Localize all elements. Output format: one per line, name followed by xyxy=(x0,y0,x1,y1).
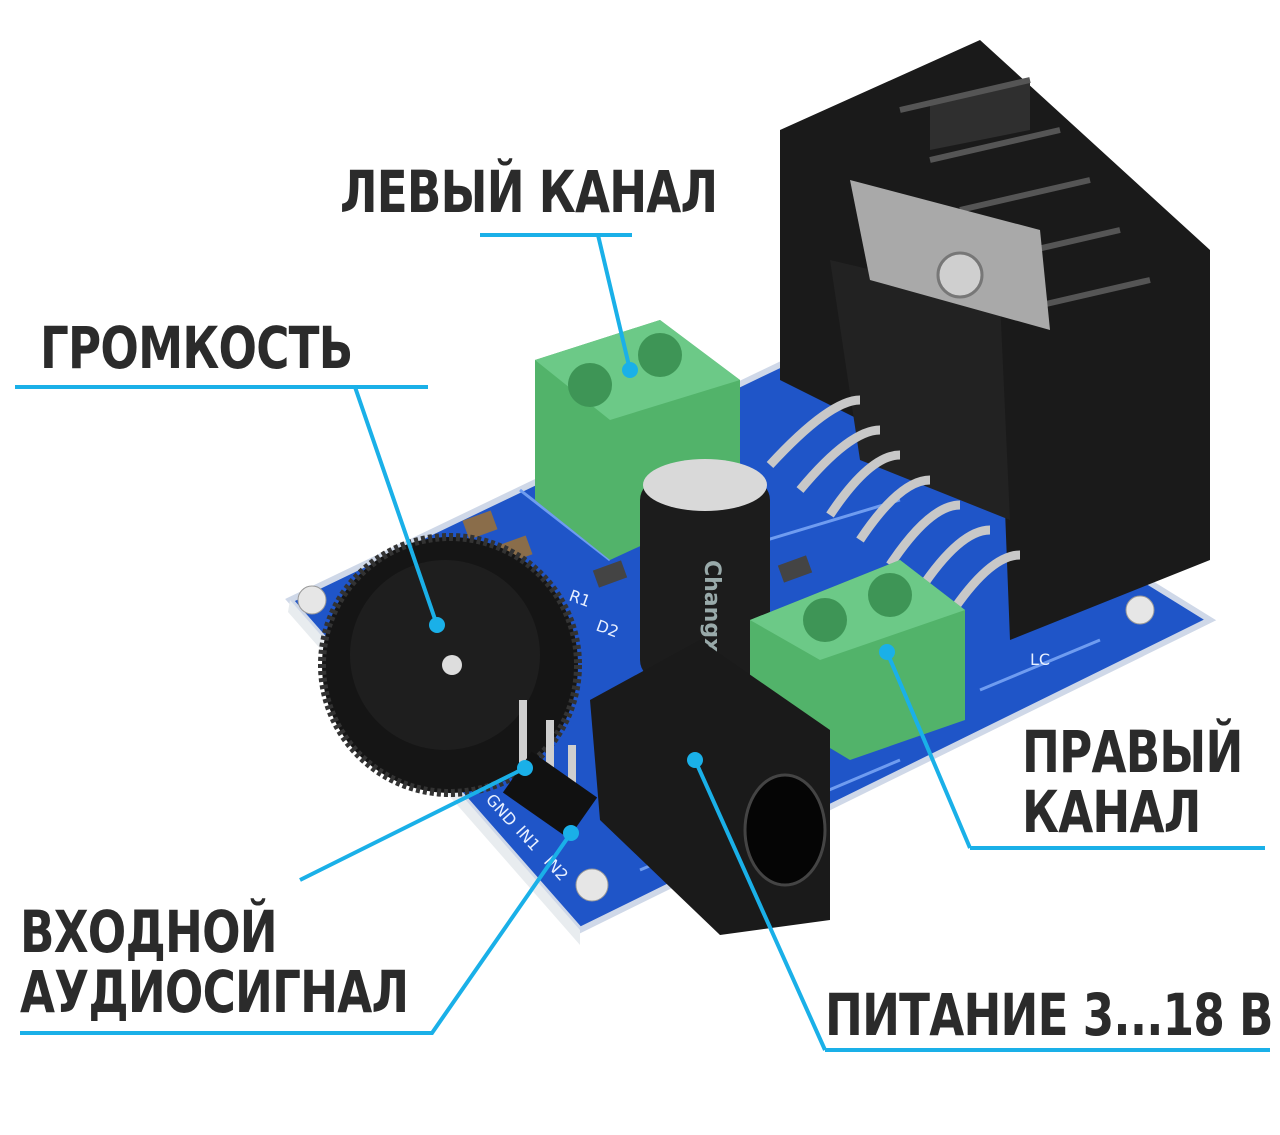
silk-lc: LC xyxy=(1030,650,1050,669)
callout-left-channel xyxy=(480,233,632,371)
label-right-channel-2: КАНАЛ xyxy=(1022,778,1201,846)
terminal-screw xyxy=(803,598,847,642)
smd-component xyxy=(462,510,498,540)
dc-jack-hole xyxy=(743,773,827,887)
potentiometer-center xyxy=(442,655,462,675)
pcb-traces xyxy=(519,488,1101,872)
callout-dot xyxy=(879,644,895,660)
callout-lines xyxy=(15,233,1270,1052)
label-left-channel: ЛЕВЫЙ КАНАЛ xyxy=(340,158,718,226)
terminal-screw xyxy=(568,363,612,407)
callout-right-channel xyxy=(885,651,1265,850)
mount-hole xyxy=(297,585,327,615)
callout-dot xyxy=(517,760,533,776)
mount-hole xyxy=(1125,595,1155,625)
heatsink-fin-lines xyxy=(899,77,1151,313)
screw xyxy=(936,251,984,299)
callout-dot xyxy=(687,752,703,768)
capacitor-top xyxy=(643,459,767,511)
mount-hole xyxy=(575,868,609,902)
label-right-channel-1: ПРАВЫЙ xyxy=(1022,718,1243,786)
smd-component xyxy=(777,555,813,583)
chip-pins xyxy=(766,395,1021,618)
terminal-screw xyxy=(868,573,912,617)
smd-component xyxy=(592,560,628,588)
capacitor xyxy=(640,480,770,680)
label-volume: ГРОМКОСТЬ xyxy=(40,314,353,382)
callout-dot xyxy=(563,825,579,841)
callout-dot xyxy=(622,362,638,378)
terminal-screw xyxy=(638,333,682,377)
amplifier-chip xyxy=(830,260,1010,520)
label-power: ПИТАНИЕ 3...18 В xyxy=(825,981,1273,1049)
callout-dot xyxy=(429,617,445,633)
label-audio-input-2: АУДИОСИГНАЛ xyxy=(20,958,409,1026)
callout-audio-input xyxy=(20,766,573,1035)
terminal-top xyxy=(750,560,965,660)
label-audio-input-1: ВХОДНОЙ xyxy=(20,898,278,966)
potentiometer-face xyxy=(350,560,540,750)
capacitor-brand: Changx xyxy=(699,560,724,652)
callout-power xyxy=(693,759,1270,1052)
callout-volume xyxy=(15,385,439,626)
